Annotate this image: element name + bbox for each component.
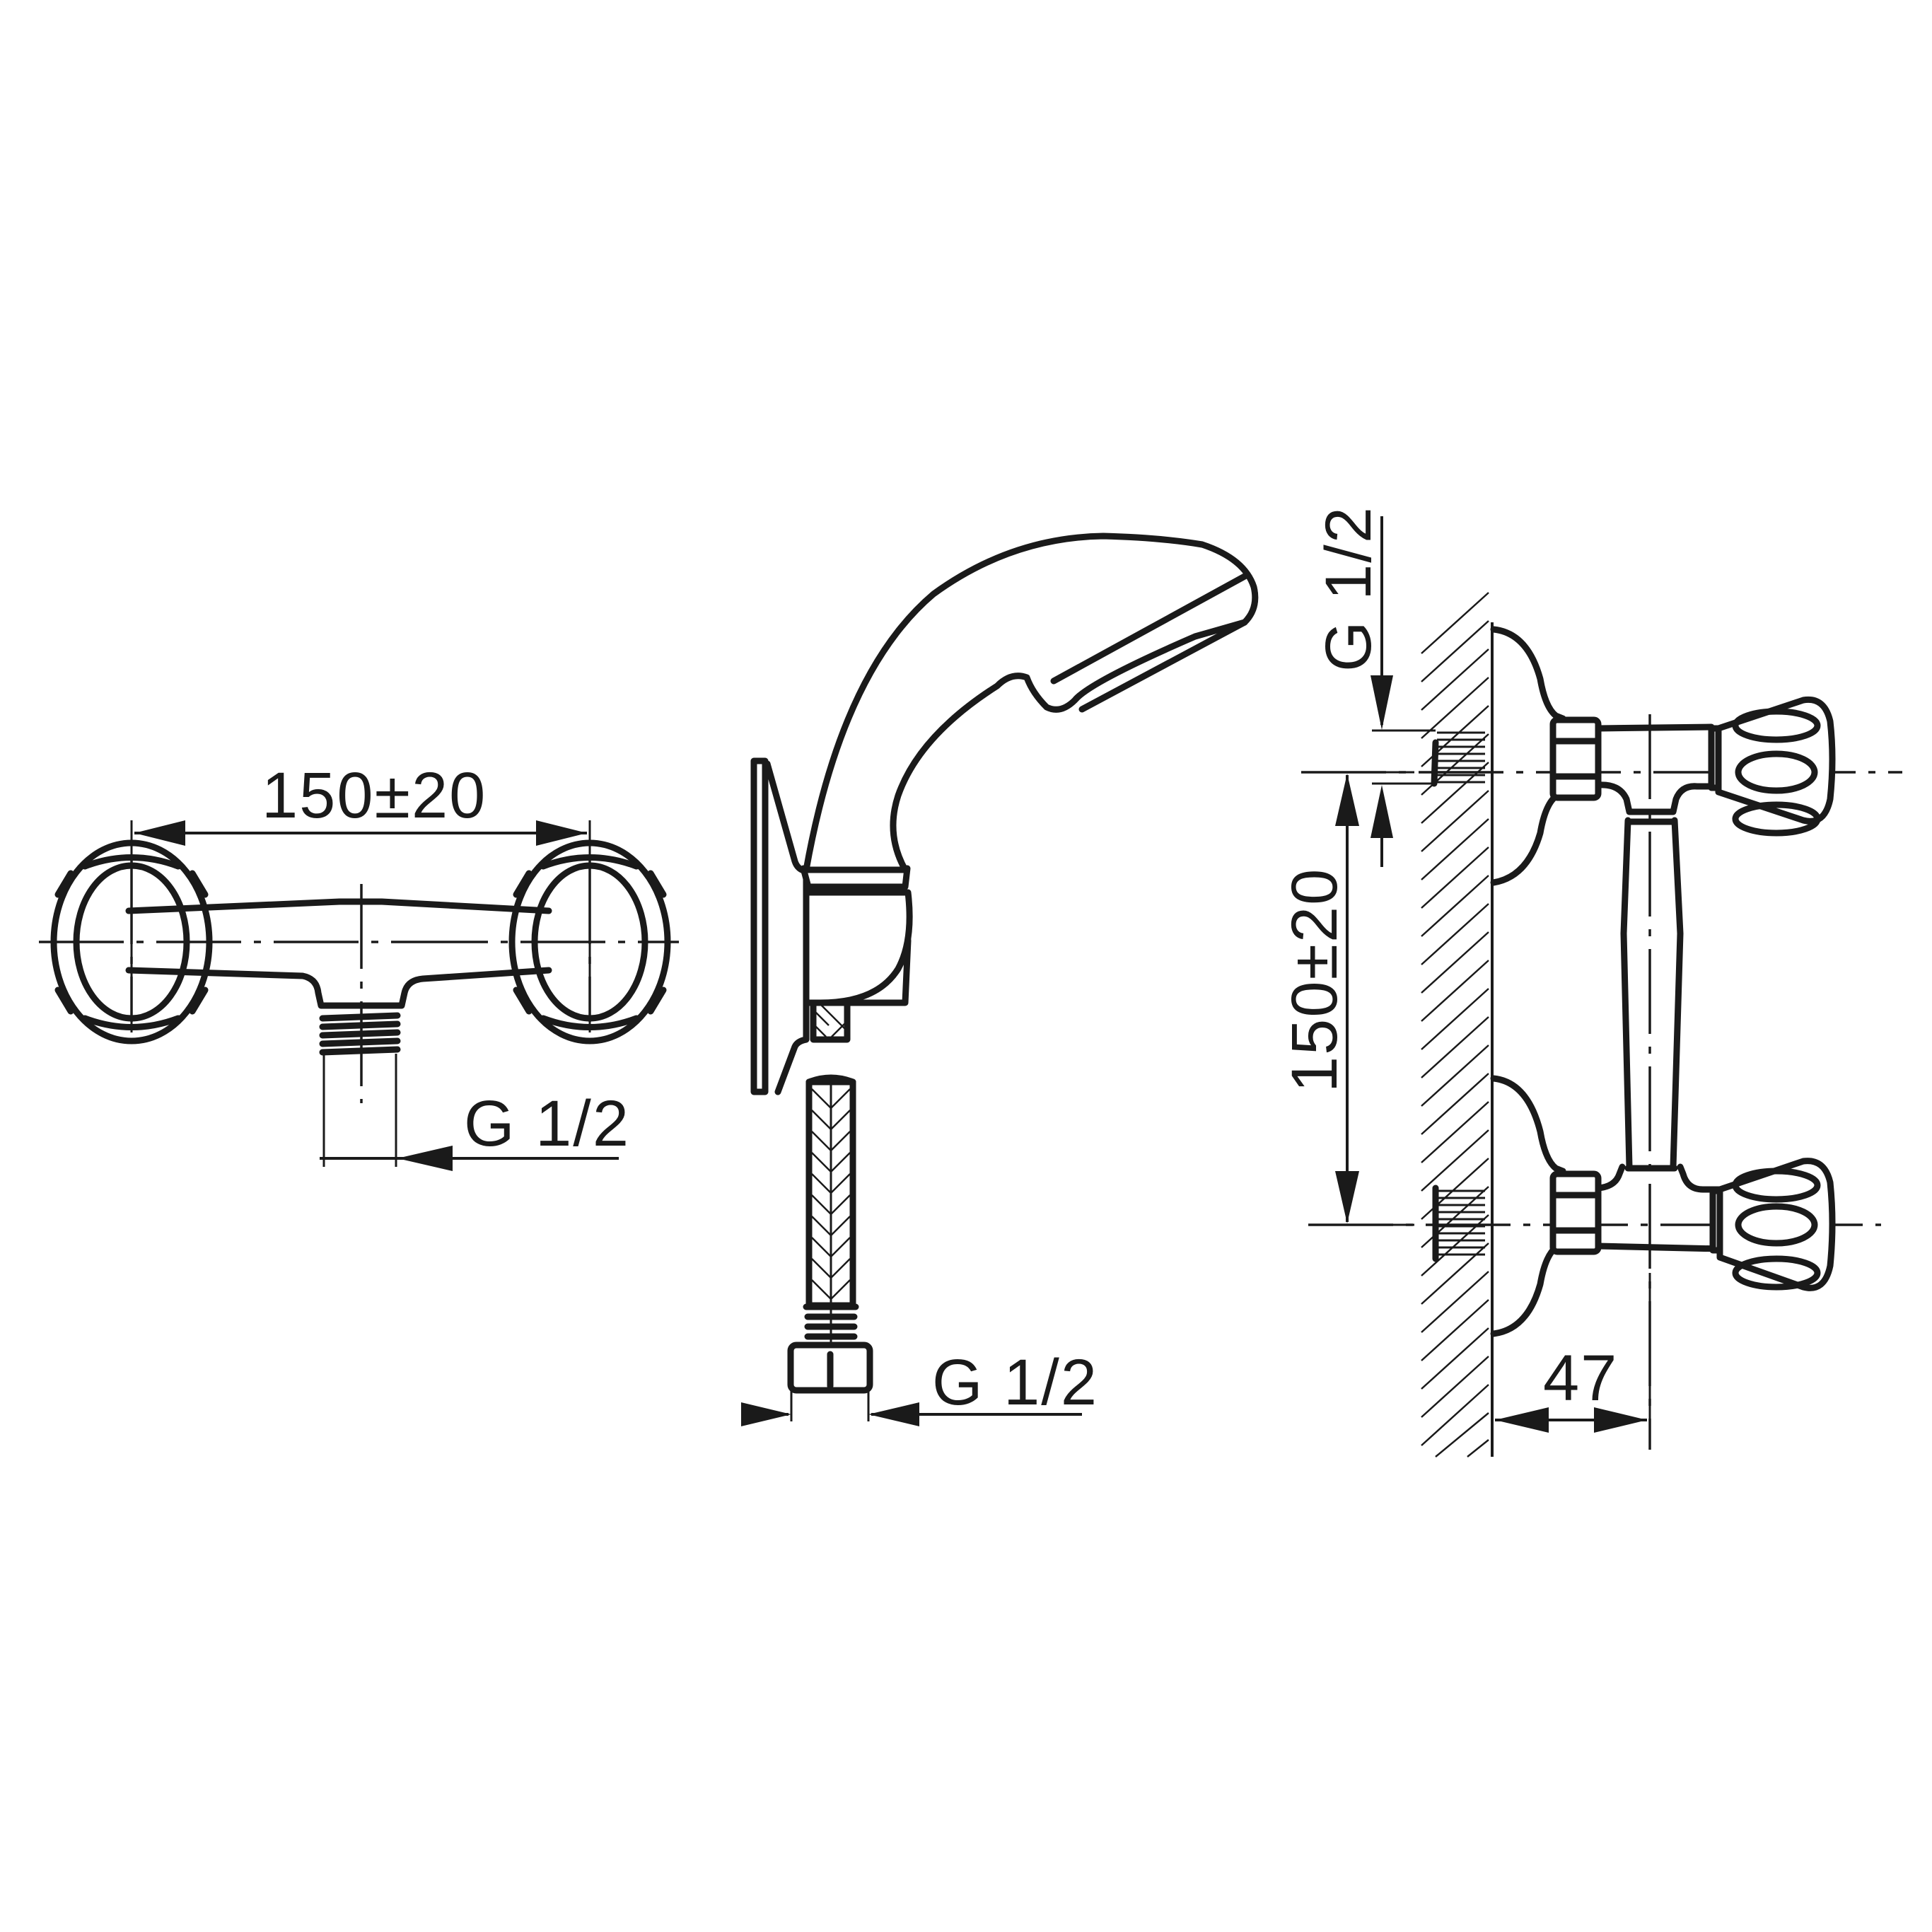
- side-view: G 1/2 150±20: [1279, 506, 1902, 1457]
- side-inlet-thread-label: G 1/2: [1313, 506, 1385, 672]
- side-spacing-dimension: 150±20: [1279, 868, 1351, 1093]
- upper-valve: [1431, 626, 1836, 886]
- front-view: 150±20 G 1/2: [39, 760, 679, 1171]
- handshower-view: G 1/2: [741, 533, 1259, 1426]
- hose-connection-thread-label: G 1/2: [932, 1346, 1098, 1419]
- right-handle: [508, 839, 671, 1044]
- lower-valve: [1432, 1075, 1836, 1337]
- front-outlet-thread-label: G 1/2: [464, 1088, 630, 1160]
- wall-section: [1421, 592, 1494, 1457]
- side-projection-dimension: 47: [1543, 1342, 1618, 1414]
- braided-hose: [787, 1074, 873, 1394]
- front-spacing-dimension: 150±20: [262, 760, 487, 832]
- left-handle: [50, 839, 213, 1044]
